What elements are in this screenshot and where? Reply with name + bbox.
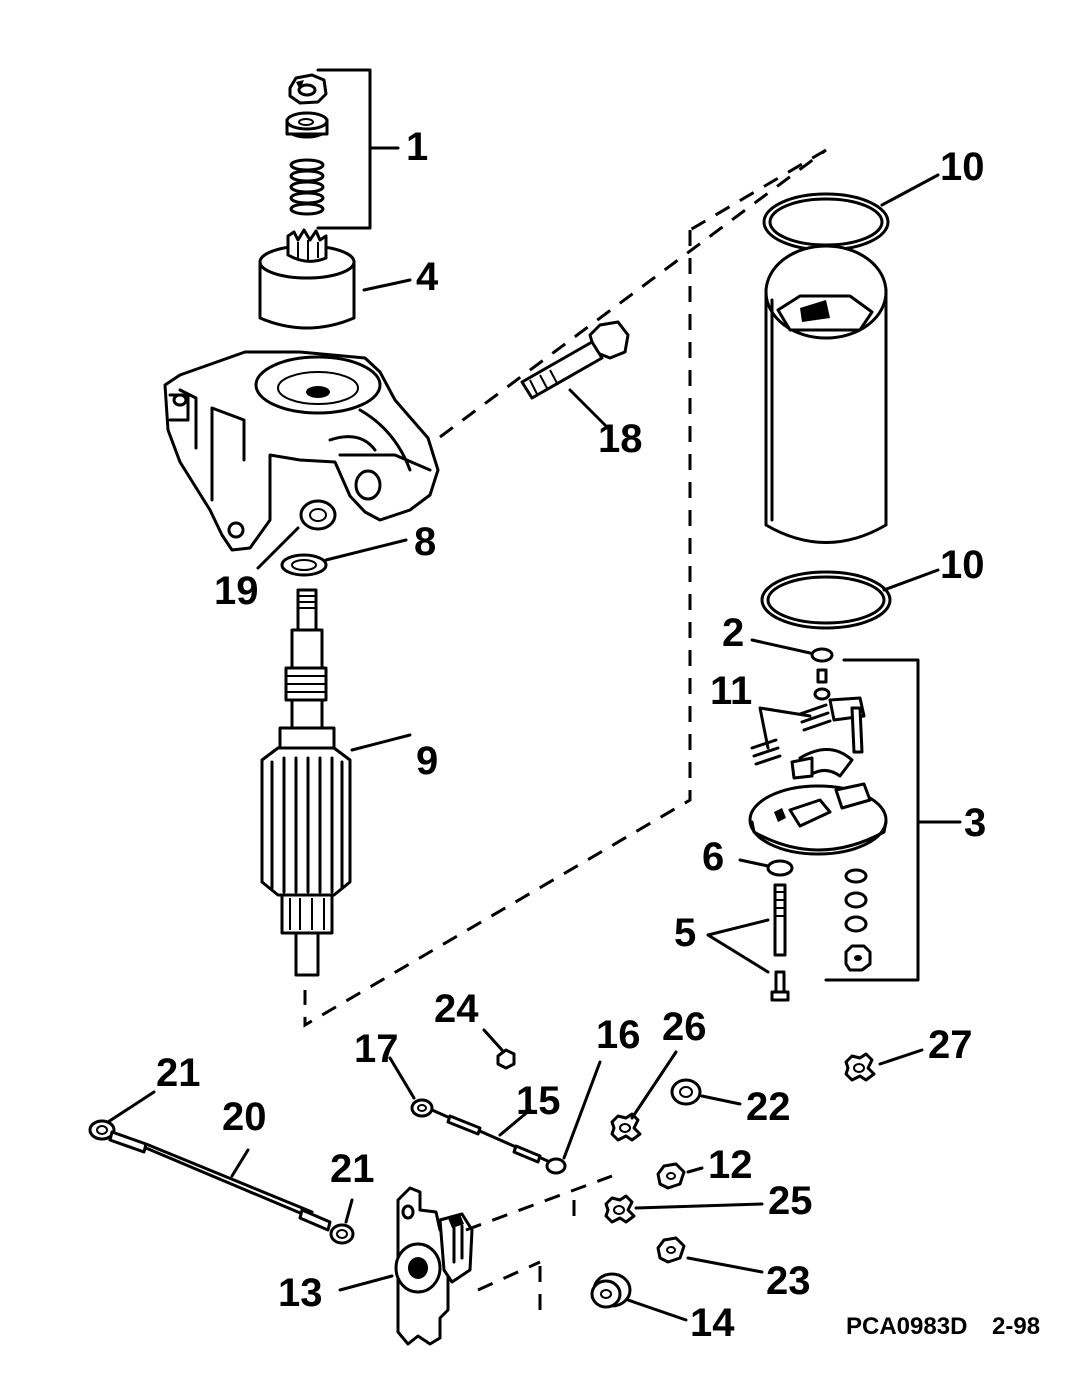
part-27-star-washer [844,1048,924,1082]
part-8-thrust-washer [280,538,408,577]
part-22-nut [670,1078,742,1106]
part-6-washer [738,858,794,877]
callout-10-top: 10 [940,145,985,189]
callout-24: 24 [434,987,479,1031]
part-25-star-washer [604,1194,764,1224]
part-9-armature [260,588,412,977]
callout-16: 16 [596,1013,641,1057]
callout-6: 6 [702,835,724,879]
callout-21-left: 21 [156,1051,201,1095]
part-26-star-washer [610,1050,678,1142]
callout-2: 2 [722,611,744,655]
callout-4: 4 [416,255,439,299]
callout-22: 22 [746,1085,791,1129]
part-3-commutator-end-cap [748,638,962,982]
part-14-grommet [590,1272,688,1322]
part-23-screw [656,1236,764,1274]
assembly-line-lower [465,1174,613,1320]
part-12-nut [656,1162,704,1190]
callout-1: 1 [406,125,428,169]
part-18-through-bolt [520,320,630,430]
part-15-short-cable [388,1056,602,1175]
drive-end-bracket [163,350,440,552]
field-frame-housing [764,244,888,544]
callout-3: 3 [964,801,986,845]
part-19-washer [256,499,337,570]
callout-14: 14 [690,1301,735,1345]
callout-21-right: 21 [330,1147,375,1191]
callout-5: 5 [674,911,696,955]
part-10-o-ring-top [762,173,940,252]
callout-18: 18 [598,417,643,461]
part-20-battery-cable [88,1090,355,1245]
callout-20: 20 [222,1095,267,1139]
assembly-centerline [303,148,827,1028]
part-1-nut-spring-stack [285,68,400,230]
callout-8: 8 [414,520,436,564]
callout-23: 23 [766,1259,811,1303]
callout-9: 9 [416,739,438,783]
part-10-o-ring-bottom [760,568,940,630]
callout-27: 27 [928,1023,973,1067]
callout-26: 26 [662,1005,707,1049]
callout-19: 19 [214,569,259,613]
revision-date: 2-98 [992,1313,1040,1340]
callout-12: 12 [708,1143,753,1187]
drawing-code: PCA0983D [846,1313,967,1340]
callout-11: 11 [710,669,752,713]
callout-17: 17 [354,1027,399,1071]
part-13-solenoid-bracket [338,1186,474,1346]
callout-15: 15 [516,1079,561,1123]
callout-13: 13 [278,1271,323,1315]
part-4-pinion-drive [258,228,412,330]
part-24-nut [482,1028,516,1070]
callout-25: 25 [768,1179,813,1223]
callout-10-bottom: 10 [940,543,985,587]
part-5-stud-screw [706,883,790,1002]
